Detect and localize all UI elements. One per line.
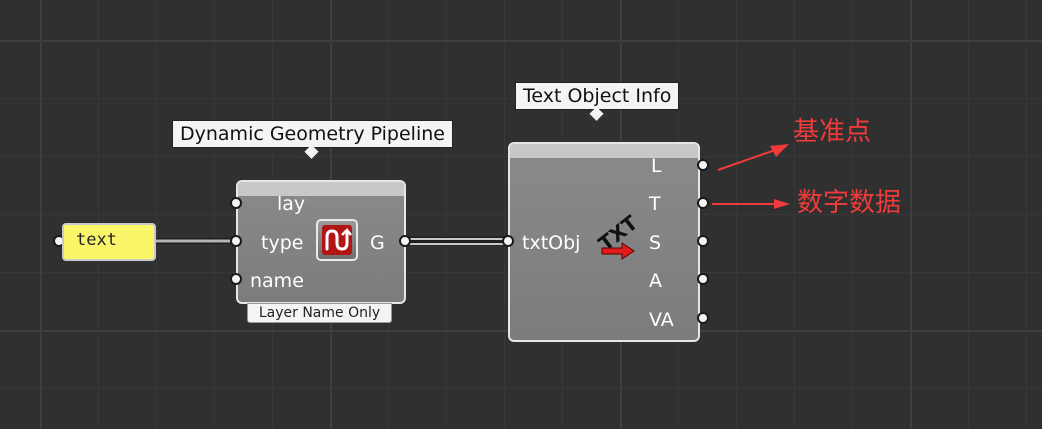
dgp-option-label[interactable]: Layer Name Only: [247, 303, 392, 323]
dgp-grip-name[interactable]: [230, 273, 242, 285]
toi-grip-t[interactable]: [697, 197, 709, 209]
toi-output-va: VA: [649, 309, 674, 331]
arrow-l-shaft: [717, 149, 776, 171]
arrow-l-head: [770, 144, 789, 157]
arrow-t-head: [774, 199, 790, 209]
toi-output-t: T: [649, 193, 661, 215]
dgp-grip-g[interactable]: [399, 235, 411, 247]
toi-grip-s[interactable]: [697, 235, 709, 247]
annotation-reference-point: 基准点: [793, 117, 872, 147]
dgp-grip-lay[interactable]: [230, 197, 242, 209]
toi-output-s: S: [649, 232, 662, 254]
dgp-input-lay: lay: [277, 193, 306, 215]
dgp-input-type: type: [261, 232, 304, 254]
dgp-title-bar: [238, 182, 404, 196]
dynamic-pipeline-icon: [316, 219, 358, 261]
text-object-info-component[interactable]: [508, 142, 700, 342]
text-panel[interactable]: text: [62, 223, 156, 261]
toi-grip-l[interactable]: [697, 159, 709, 171]
annotation-numeric-data: 数字数据: [797, 188, 902, 218]
toi-input-txtobj: txtObj: [522, 232, 581, 254]
dgp-grip-type[interactable]: [230, 235, 242, 247]
dgp-output-g: G: [370, 232, 385, 254]
toi-tooltip: Text Object Info: [515, 82, 680, 110]
dgp-input-name: name: [250, 270, 304, 292]
toi-output-a: A: [649, 270, 662, 292]
toi-title-bar: [510, 144, 698, 158]
dynamic-pipeline-icon-glyph: [325, 228, 352, 251]
toi-grip-txtobj[interactable]: [502, 235, 514, 247]
toi-grip-a[interactable]: [697, 273, 709, 285]
text-object-info-icon: TXT: [594, 214, 640, 260]
toi-grip-va[interactable]: [697, 312, 709, 324]
dgp-tooltip: Dynamic Geometry Pipeline: [172, 120, 453, 148]
toi-output-l: L: [651, 155, 662, 177]
